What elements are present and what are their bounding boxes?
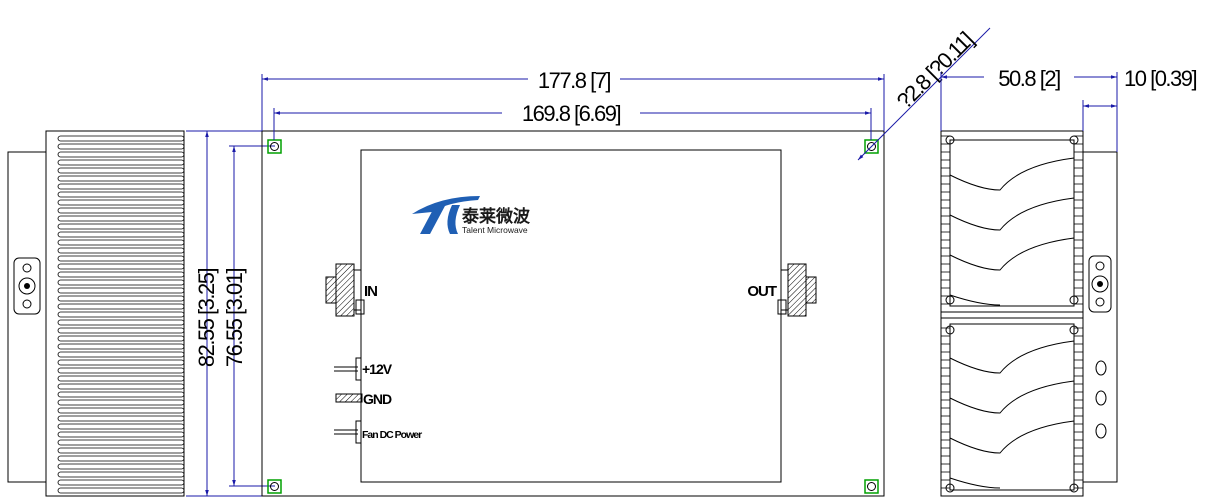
- heatsink-fin: [57, 159, 185, 166]
- heatsink-fin: [57, 319, 185, 326]
- side-connector: [1088, 255, 1112, 313]
- input-port-label: IN: [364, 283, 377, 300]
- heatsink-fin: [57, 175, 185, 182]
- mounting-hole: [267, 479, 282, 494]
- plus12v-label: +12V: [362, 361, 393, 377]
- heatsink-fin: [57, 367, 185, 374]
- heatsink-fin: [57, 215, 185, 222]
- heatsink-end-view: [7, 130, 185, 497]
- ground-label: GND: [363, 391, 392, 407]
- input-sma-connector: [325, 263, 365, 317]
- heatsink-fin: [57, 407, 185, 414]
- heatsink-fin: [57, 223, 185, 230]
- heatsink-fin: [57, 327, 185, 334]
- fan-power-pin: [334, 420, 362, 444]
- heatsink-fin: [57, 463, 185, 470]
- heatsink-fin: [57, 295, 185, 302]
- heatsink-fin: [57, 263, 185, 270]
- heatsink-fin: [57, 487, 185, 494]
- heatsink-fin: [57, 423, 185, 430]
- heatsink-fin: [57, 439, 185, 446]
- length-dimensions: 177.8 [7] 169.8 [6.69] ?2.8 [?0.11]: [261, 27, 991, 161]
- logo-swoosh-icon: [412, 196, 480, 214]
- overall-height-label: 82.55 [3.25]: [194, 269, 219, 368]
- heatsink-fin: [57, 455, 185, 462]
- company-logo: 泰莱微波 Talent Microwave: [412, 196, 531, 235]
- height-dimensions: 82.55 [3.25] 76.55 [3.01]: [186, 130, 275, 497]
- vent-hole: [1095, 360, 1107, 376]
- fan-power-label: Fan DC Power: [362, 429, 422, 441]
- heatsink-fin: [57, 151, 185, 158]
- heatsink-fin: [57, 391, 185, 398]
- heatsink-fin: [57, 375, 185, 382]
- heatsink-fin: [57, 415, 185, 422]
- heatsink-fin: [57, 255, 185, 262]
- heatsink-fin: [57, 383, 185, 390]
- output-port-label: OUT: [747, 283, 777, 300]
- heatsink-fin: [57, 431, 185, 438]
- vent-hole: [1095, 390, 1107, 406]
- heatsink-fin: [57, 303, 185, 310]
- hole-spacing-height-label: 76.55 [3.01]: [222, 269, 247, 368]
- side-fins: [941, 135, 1083, 489]
- vent-hole: [1095, 423, 1107, 439]
- heatsink-fin: [57, 279, 185, 286]
- heatsink-fin: [57, 167, 185, 174]
- heatsink-fin: [57, 351, 185, 358]
- heatsink-fin: [57, 135, 185, 142]
- heatsink-fin: [57, 239, 185, 246]
- heatsink-fin: [57, 359, 185, 366]
- overall-length-label: 177.8 [7]: [538, 68, 611, 93]
- heatsink-fin: [57, 231, 185, 238]
- fan-lower: [945, 323, 1079, 493]
- mounting-holes: [267, 139, 879, 494]
- side-width-label: 50.8 [2]: [998, 66, 1060, 91]
- heatsink-fin: [57, 143, 185, 150]
- heatsink-fin: [57, 311, 185, 318]
- output-sma-connector: [777, 263, 817, 317]
- heatsink-fin: [57, 447, 185, 454]
- heatsink-fin: [57, 247, 185, 254]
- heatsink-fin: [57, 191, 185, 198]
- heatsink-fin: [57, 183, 185, 190]
- heatsink-fin: [57, 207, 185, 214]
- ground-pin: [335, 393, 363, 403]
- side-dimensions: 50.8 [2] 10 [0.39]: [940, 62, 1198, 152]
- hole-diameter-label: ?2.8 [?0.11]: [892, 27, 978, 113]
- plus12v-pin: [334, 357, 362, 381]
- heatsink-side-connector: [13, 257, 41, 315]
- heatsink-fin: [57, 343, 185, 350]
- heatsink-fin: [57, 287, 185, 294]
- heatsink-fin: [57, 199, 185, 206]
- mounting-hole: [864, 479, 879, 494]
- logo-chinese-name: 泰莱微波: [462, 206, 531, 227]
- hole-spacing-length-label: 169.8 [6.69]: [522, 101, 621, 126]
- heatsink-fins: [57, 135, 185, 494]
- side-view: [940, 130, 1118, 497]
- heatsink-fin: [57, 471, 185, 478]
- top-view: 泰莱微波 Talent Microwave IN OUT +12V: [261, 130, 885, 497]
- fin-depth-label: 10 [0.39]: [1124, 66, 1197, 91]
- heatsink-fin: [57, 479, 185, 486]
- logo-english-name: Talent Microwave: [462, 225, 528, 235]
- heatsink-fin: [57, 271, 185, 278]
- fan-upper: [945, 135, 1079, 307]
- heatsink-fin: [57, 335, 185, 342]
- heatsink-fin: [57, 399, 185, 406]
- module-cover: [360, 149, 782, 483]
